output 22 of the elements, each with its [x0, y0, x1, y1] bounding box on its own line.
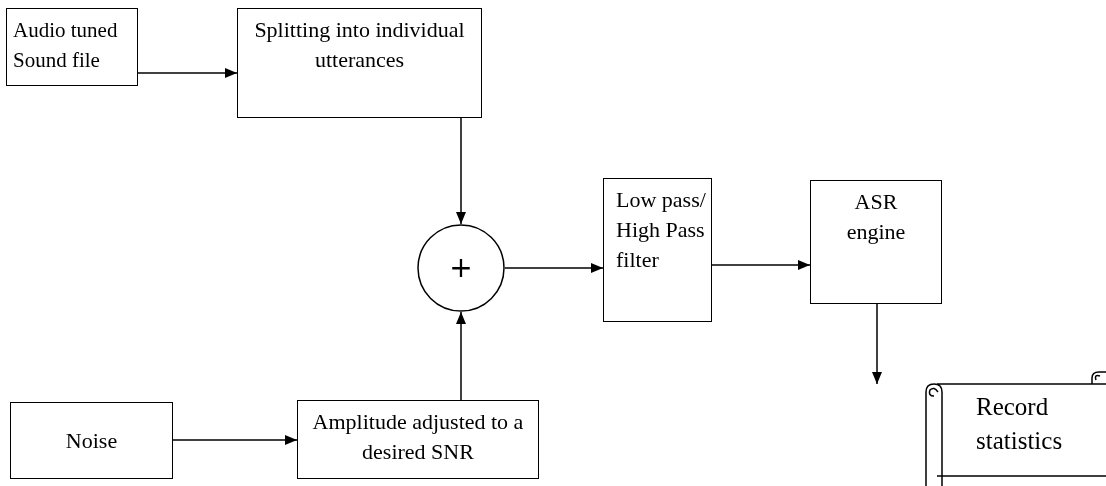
arrow: [137, 68, 238, 78]
node-label: Audio tuned Sound file: [13, 17, 119, 74]
arrow: [872, 303, 882, 385]
arrow: [456, 117, 466, 225]
process-box: [237, 8, 482, 118]
node-label: Amplitude adjusted to a desired SNR: [311, 408, 525, 466]
node-label: ASR engine: [845, 188, 907, 246]
process-box: [6, 8, 138, 86]
node-label: Low pass/ High Pass filter: [616, 186, 707, 274]
process-box: [10, 402, 173, 479]
node-label: Record statistics: [976, 392, 1064, 456]
arrow: [172, 435, 298, 445]
arrow: [504, 263, 604, 273]
process-box: [603, 178, 712, 322]
arrow: [456, 311, 466, 401]
node-label: Noise: [65, 427, 118, 455]
process-box: [297, 400, 539, 479]
arrow: [711, 260, 811, 270]
sum-circle: [417, 224, 505, 312]
plus-sign: +: [449, 250, 473, 286]
node-label: Splitting into individual utterances: [253, 16, 466, 74]
process-box: [810, 180, 942, 304]
